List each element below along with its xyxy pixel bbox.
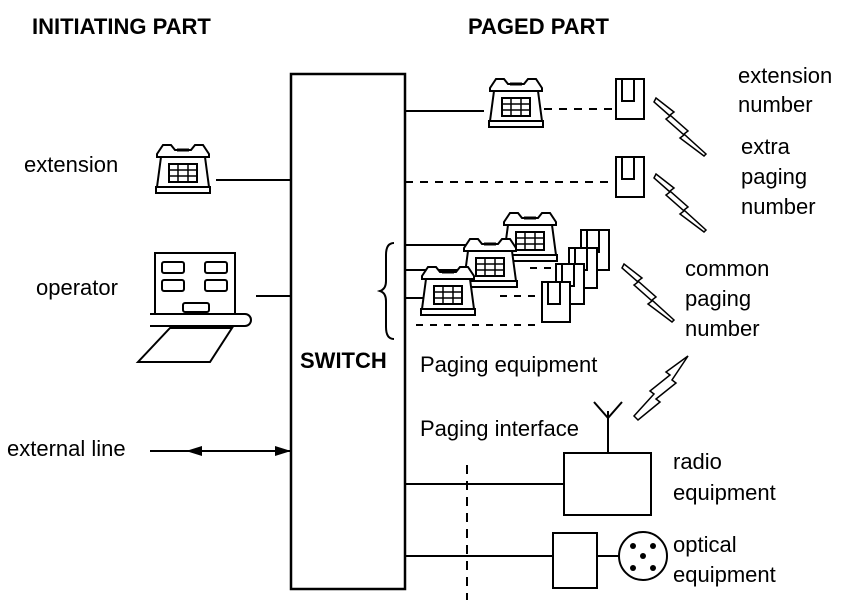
paging-equipment-label: Paging equipment xyxy=(420,352,598,377)
radio-equipment-box xyxy=(563,452,652,516)
radio-signal-icon xyxy=(621,263,675,323)
extra-paging-label-2: paging xyxy=(741,164,808,189)
operator-label: operator xyxy=(36,275,118,300)
extension-telephone-icon xyxy=(154,143,212,195)
common-paging-label-3: number xyxy=(685,316,760,341)
extra-paging-label-3: number xyxy=(741,194,816,219)
external-line-label: external line xyxy=(7,436,126,461)
extension-label: extension xyxy=(24,152,119,177)
optical-equipment-label-1: optical xyxy=(673,532,737,557)
paged-part-header: PAGED PART xyxy=(468,14,609,39)
group-brace xyxy=(376,242,395,340)
pager-icon xyxy=(615,156,645,198)
initiating-part-header: INITIATING PART xyxy=(32,14,211,39)
extra-paging-label-1: extra xyxy=(741,134,790,159)
paged-telephone-icon xyxy=(487,77,545,129)
radio-signal-icon xyxy=(653,97,707,157)
extension-number-label-2: number xyxy=(738,92,813,117)
antenna-icon xyxy=(593,401,623,453)
common-paging-label-1: common xyxy=(685,256,770,281)
pager-icon xyxy=(541,281,571,323)
optical-equipment-label-2: equipment xyxy=(673,562,776,587)
arrow-left-icon xyxy=(186,446,202,456)
optical-interface-box xyxy=(552,532,598,589)
extension-number-label-1: extension xyxy=(738,63,833,88)
common-paging-label-2: paging xyxy=(685,286,752,311)
radio-equipment-label-2: equipment xyxy=(673,480,776,505)
switch-box xyxy=(289,72,407,591)
operator-console-icon xyxy=(135,252,252,363)
arrow-right-icon xyxy=(275,446,291,456)
radio-equipment-label-1: radio xyxy=(673,449,722,474)
radio-signal-icon xyxy=(632,355,689,422)
radio-signal-icon xyxy=(653,173,707,233)
optical-sensor-icon xyxy=(618,531,668,581)
pager-icon xyxy=(615,78,645,120)
paging-interface-label: Paging interface xyxy=(420,416,579,441)
switch-label: SWITCH xyxy=(300,348,387,373)
common-telephone-icon xyxy=(419,265,477,317)
